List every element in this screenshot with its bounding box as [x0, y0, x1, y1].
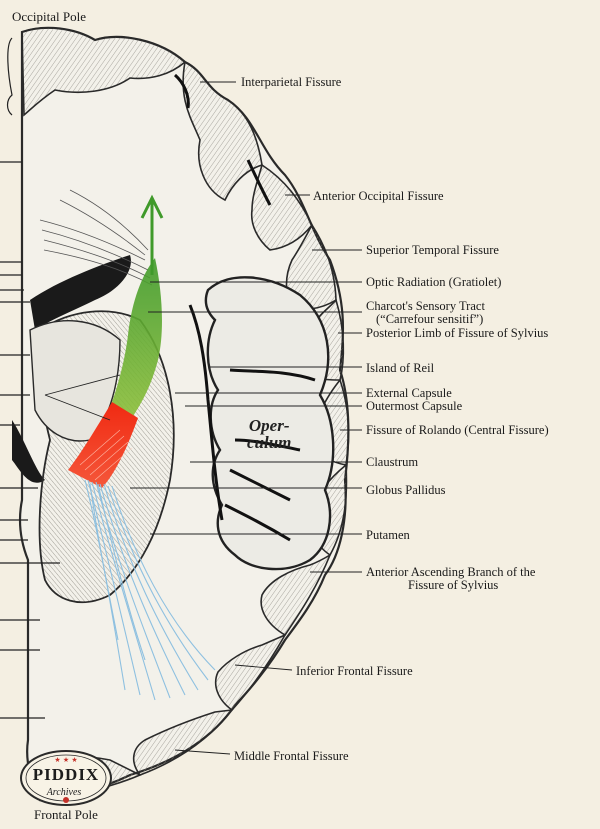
operculum-line1: Oper-: [248, 416, 290, 435]
svg-text:★ ★ ★: ★ ★ ★: [54, 756, 77, 764]
charcot-tract-label: Charcot's Sensory Tract: [366, 299, 485, 313]
external-capsule-label: External Capsule: [366, 386, 452, 400]
fissure-lines: [173, 73, 316, 542]
optic-radiation-label: Optic Radiation (Gratiolet): [366, 275, 502, 289]
logo-seal: PIDDIX Archives ★ ★ ★: [20, 750, 112, 806]
svg-text:Archives: Archives: [46, 787, 82, 798]
charcot-tract-green: [112, 258, 162, 418]
island-of-reil-label: Island of Reil: [366, 361, 435, 375]
occipital-pole-label: Occipital Pole: [12, 9, 87, 24]
posterior-limb-label: Posterior Limb of Fissure of Sylvius: [366, 326, 549, 340]
leader-lines: [44, 81, 362, 755]
middle-frontal-fissure-label: Middle Frontal Fissure: [234, 749, 349, 763]
left-brackets: [0, 37, 60, 719]
outermost-capsule-label: Outermost Capsule: [366, 399, 463, 413]
operculum-gyri: [204, 276, 335, 571]
svg-text:PIDDIX: PIDDIX: [33, 765, 99, 784]
tract-arrow: [140, 194, 164, 275]
lateral-ventricle: [30, 255, 131, 330]
claustrum-label: Claustrum: [366, 455, 419, 469]
optic-radiation-fibers: [39, 189, 153, 286]
operculum-label: Oper- culum: [247, 417, 291, 451]
anterior-ascending-branch-label: Anterior Ascending Branch of the: [366, 565, 536, 579]
anterior-ascending-branch-sublabel: Fissure of Sylvius: [408, 578, 499, 592]
blue-fiber-bundle: [84, 479, 216, 701]
putamen-label: Putamen: [366, 528, 410, 542]
ventricle-horn: [12, 420, 45, 483]
frontal-pole-label: Frontal Pole: [34, 807, 98, 822]
fissure-of-rolando-label: Fissure of Rolando (Central Fissure): [366, 423, 549, 437]
charcot-tract-sublabel: (“Carrefour sensitif”): [376, 312, 484, 326]
inferior-frontal-fissure-label: Inferior Frontal Fissure: [296, 664, 413, 678]
globus-pallidus-label: Globus Pallidus: [366, 483, 446, 497]
operculum-line2: culum: [247, 433, 292, 452]
superior-temporal-fissure-label: Superior Temporal Fissure: [366, 243, 499, 257]
anterior-occipital-fissure-label: Anterior Occipital Fissure: [313, 189, 444, 203]
interparietal-fissure-label: Interparietal Fissure: [241, 75, 342, 89]
red-tract-striations: [79, 429, 133, 481]
thalamus-region: [29, 320, 121, 442]
